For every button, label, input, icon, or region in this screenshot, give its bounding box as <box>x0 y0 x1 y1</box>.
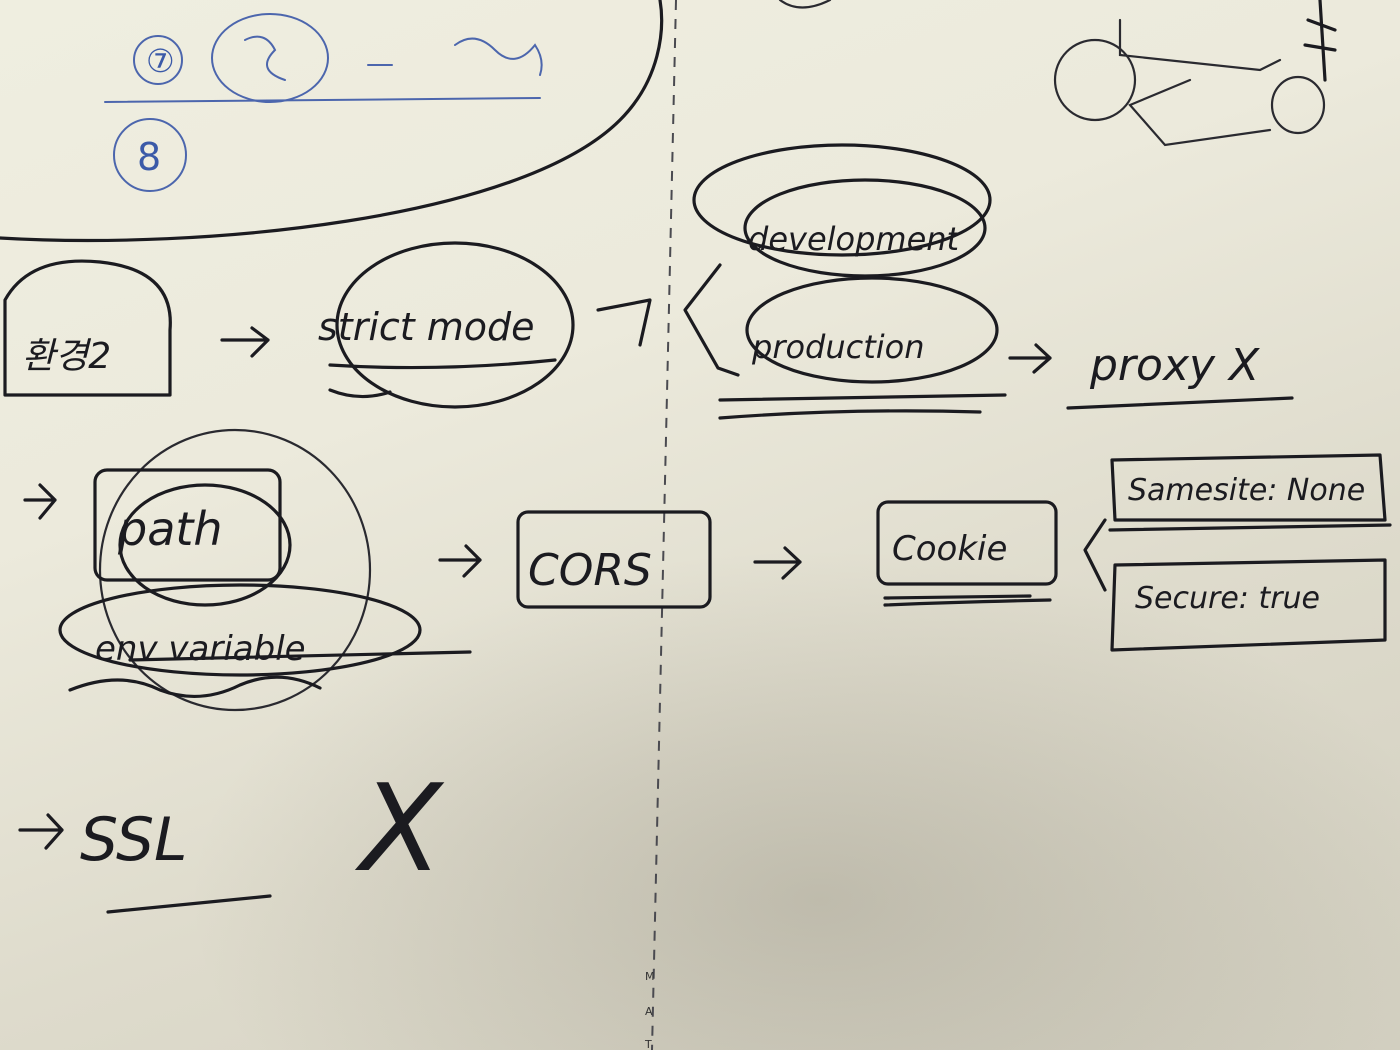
ssl-x-mark: X <box>354 760 445 899</box>
sketch-leg <box>1128 78 1272 147</box>
blue-circle-1 <box>133 35 183 85</box>
path-label: path <box>117 502 223 556</box>
production-label: production <box>751 328 925 366</box>
fraction-bar <box>104 97 541 103</box>
development-label: development <box>748 220 961 258</box>
cors-label: CORS <box>528 545 652 596</box>
sketch-head <box>1053 38 1137 122</box>
proxy-underline <box>1066 396 1294 410</box>
sketch-scribble <box>1303 0 1337 82</box>
env-brace <box>683 263 740 377</box>
sketch-arm <box>1118 18 1282 72</box>
path-ellipse <box>118 483 292 607</box>
development-ellipse <box>743 178 987 278</box>
blue-number-2: 8 <box>137 135 161 179</box>
blue-scribble-1 <box>244 35 286 81</box>
arrow-5 <box>438 544 482 578</box>
proxy-label: proxy X <box>1089 340 1260 391</box>
row-environment: 환경2 strict mode development production p… <box>3 143 1294 420</box>
blue-fraction-notes: ⑦ 8 <box>104 13 543 192</box>
blue-scribble-2 <box>454 37 543 76</box>
row-ssl: SSL X <box>18 760 445 914</box>
row-cors: path env variable CORS Cookie Samesite: … <box>23 428 1392 712</box>
cors-box <box>516 510 712 609</box>
env-underline <box>718 393 1007 420</box>
sketch-top-arc <box>778 0 832 9</box>
margin-letter-m: M <box>645 970 655 983</box>
cookie-label: Cookie <box>892 529 1007 569</box>
page-fold-line <box>651 0 677 1050</box>
samesite-label: Samesite: None <box>1128 473 1365 508</box>
ssl-label: SSL <box>80 805 187 875</box>
margin-letter-t: T <box>644 1038 652 1050</box>
samesite-box <box>1110 453 1387 522</box>
production-ellipse <box>745 276 999 384</box>
samesite-underline <box>1108 523 1392 532</box>
arrow-6 <box>753 546 802 580</box>
cookie-box <box>876 500 1058 586</box>
strict-mode-label: strict mode <box>318 305 535 349</box>
secure-label: Secure: true <box>1135 581 1320 616</box>
arrow-3 <box>1008 343 1052 374</box>
cookie-brace <box>1083 518 1107 592</box>
strict-mode-ellipse <box>335 241 575 409</box>
blue-ellipse <box>211 13 329 103</box>
env-variable-strike <box>128 650 472 662</box>
development-outer-ellipse <box>692 143 992 257</box>
arrow-4 <box>23 483 57 520</box>
env-variable-ellipse <box>58 583 422 677</box>
arrow-2 <box>596 298 652 347</box>
ssl-underline <box>106 894 272 914</box>
stick-figure-sketch <box>778 0 1337 147</box>
env-variable-label: env variable <box>95 629 306 669</box>
secure-box <box>1110 558 1387 652</box>
blue-circle-2 <box>113 118 187 192</box>
arrow-1 <box>220 326 270 358</box>
strict-mode-underline <box>328 358 557 399</box>
top-left-boundary-curve <box>0 0 664 243</box>
blue-number-1: ⑦ <box>146 42 175 80</box>
path-box <box>93 468 282 582</box>
arrow-7 <box>18 813 64 850</box>
env-variable-squiggle <box>68 675 322 698</box>
path-big-circle <box>98 428 372 712</box>
start-box <box>3 259 172 397</box>
margin-letter-a: A <box>645 1005 653 1018</box>
sketch-hand <box>1270 75 1326 135</box>
start-label: 환경2 <box>22 336 111 377</box>
cookie-underline <box>883 594 1052 607</box>
